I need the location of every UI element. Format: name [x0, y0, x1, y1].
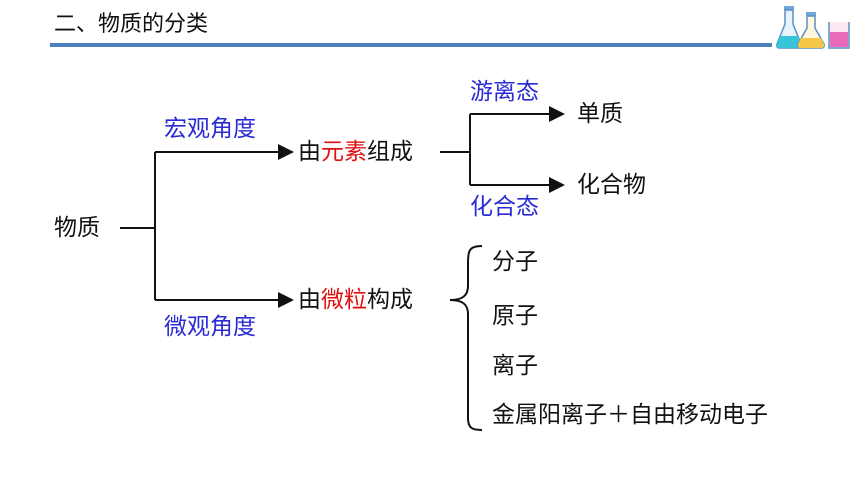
combined-state-label: 化合态: [470, 194, 539, 220]
particle-metal-cation-electrons: 金属阳离子＋自由移动电子: [492, 402, 768, 428]
page-title: 二、物质的分类: [54, 12, 209, 37]
micro-keyword: 微粒: [321, 287, 367, 313]
micro-composition-node: 由微粒构成: [298, 289, 413, 312]
simple-substance-node: 单质: [577, 101, 623, 127]
particle-ion: 离子: [492, 353, 538, 379]
micro-prefix: 由: [298, 287, 321, 313]
compound-node: 化合物: [577, 172, 646, 198]
macro-angle-label: 宏观角度: [164, 116, 256, 142]
macro-prefix: 由: [298, 139, 321, 165]
root-node-matter: 物质: [54, 215, 100, 241]
macro-suffix: 组成: [367, 139, 413, 165]
beaker-pink-icon: [828, 22, 850, 49]
particle-molecule: 分子: [492, 249, 538, 275]
micro-curly-brace: [449, 245, 483, 431]
macro-keyword: 元素: [321, 139, 367, 165]
free-state-label: 游离态: [470, 79, 539, 105]
micro-angle-label: 微观角度: [164, 314, 256, 340]
flask-yellow-icon: [797, 12, 825, 49]
micro-suffix: 构成: [367, 287, 413, 313]
macro-composition-node: 由元素组成: [298, 141, 413, 164]
flask-cyan-icon: [776, 6, 802, 49]
particle-atom: 原子: [492, 303, 538, 329]
